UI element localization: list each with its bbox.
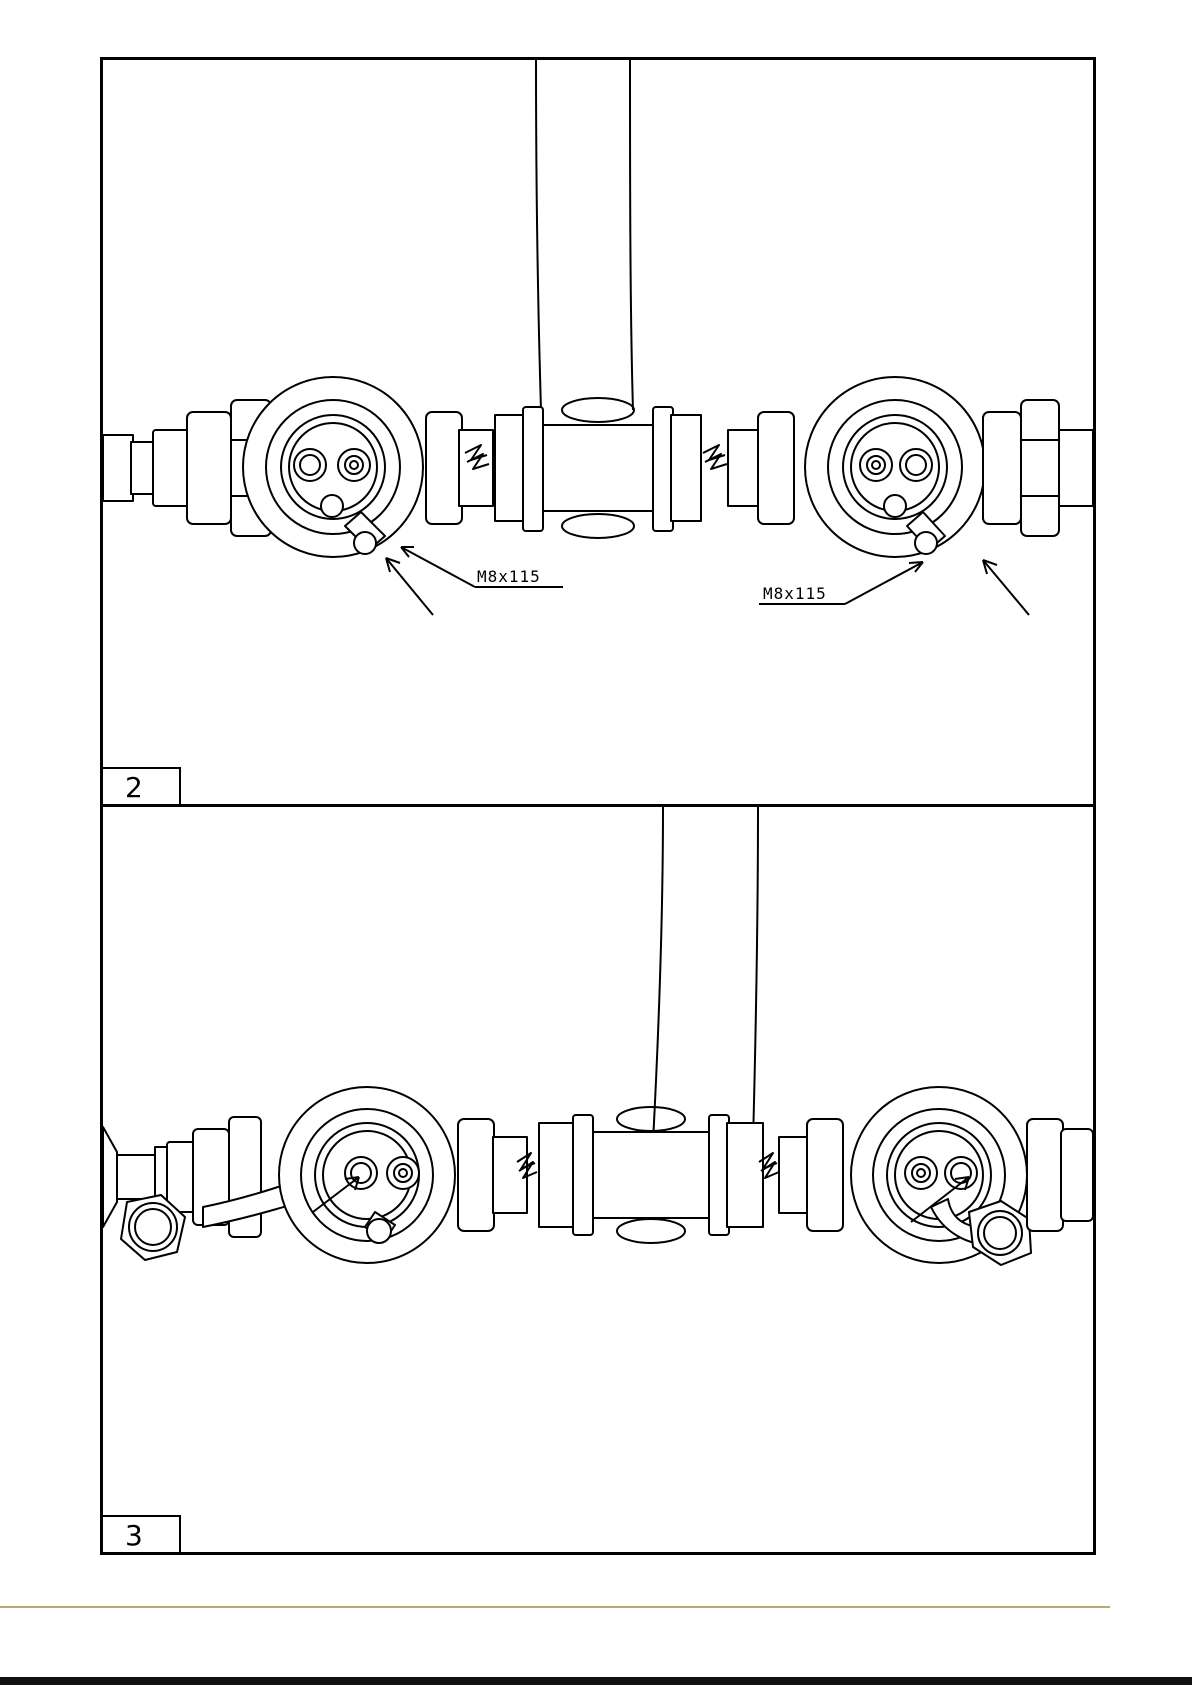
left-valve-nut: [458, 1119, 494, 1231]
right-valve-nut: [758, 412, 794, 524]
arrow-left-insert: [386, 558, 433, 615]
step-number-2: 2: [103, 767, 181, 804]
vertical-pipe-right-edge: [753, 807, 758, 1142]
callout-label-left: M8x115: [477, 567, 541, 586]
callout-right: M8x115: [759, 560, 1029, 615]
left-valve: [243, 377, 423, 557]
left-pipe-stub: [493, 1137, 527, 1213]
valve-assembly-drawing-step-2: M8x115 M8x115: [103, 60, 1093, 805]
leader-line-left: [401, 547, 475, 587]
leader-line-right: [845, 562, 923, 604]
right-valve: [805, 377, 985, 557]
left-valve: [279, 1087, 455, 1263]
figure-step-2: M8x115 M8x115 2: [100, 57, 1096, 807]
figure-step-3: 3: [100, 804, 1096, 1555]
callout-left: M8x115: [386, 547, 563, 615]
central-tee: [495, 398, 701, 538]
arrow-right-insert: [983, 560, 1029, 615]
right-pipe-stub: [728, 430, 760, 506]
left-valve-nut: [426, 412, 462, 524]
right-end-fitting: [1027, 1119, 1093, 1231]
valve-assembly-drawing-step-3: [103, 807, 1093, 1552]
right-valve-nut: [807, 1119, 843, 1231]
step-number-3: 3: [103, 1515, 181, 1552]
footer-divider: [0, 1606, 1110, 1608]
right-hex-fitting: [969, 1201, 1031, 1265]
right-pipe-stub: [779, 1137, 809, 1213]
callout-label-right: M8x115: [763, 584, 827, 603]
central-tee: [539, 1107, 763, 1243]
vertical-pipe-right-edge: [630, 60, 633, 410]
vertical-pipe-left-edge: [536, 60, 541, 410]
right-end-fitting: [983, 400, 1093, 536]
page-bottom-edge: [0, 1677, 1192, 1685]
vertical-pipe-left-edge: [653, 807, 663, 1142]
